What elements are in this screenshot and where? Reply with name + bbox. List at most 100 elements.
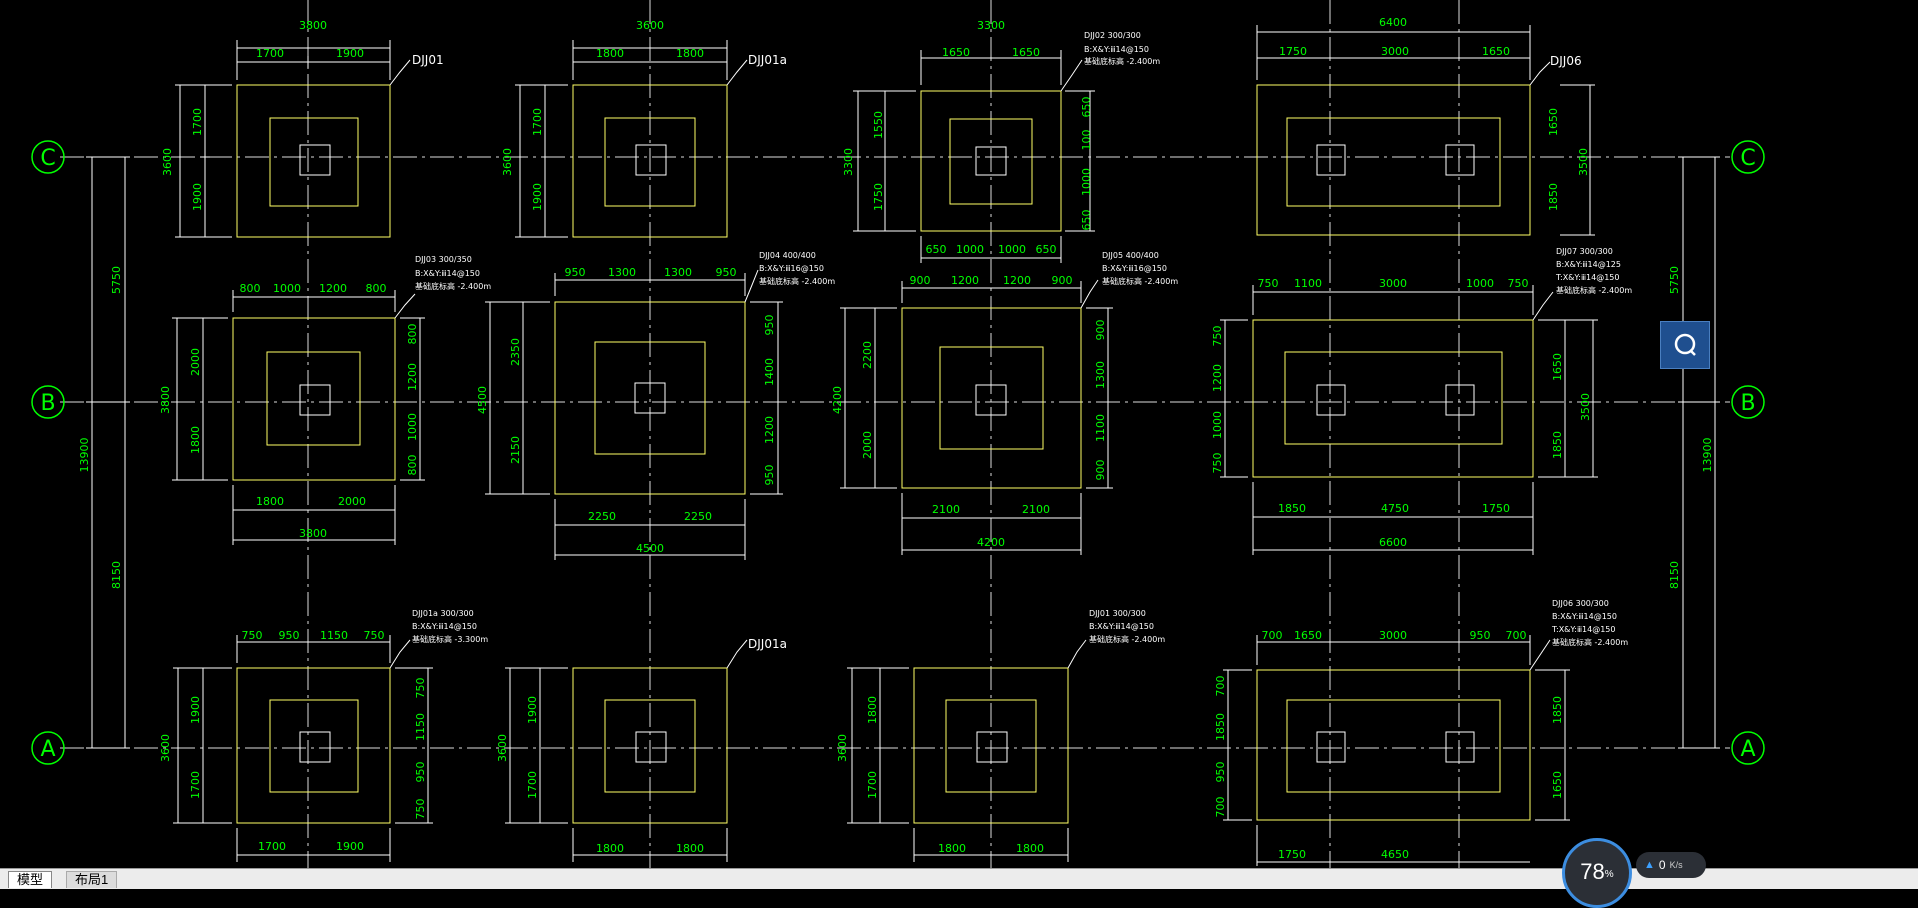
r3c4-top-c: 3000: [1379, 629, 1407, 642]
r2c4-l3: 1000: [1211, 411, 1224, 439]
axis-lines: [60, 0, 1730, 870]
search-zoom-button[interactable]: [1660, 321, 1710, 369]
r2c3-spec1: B:X&Y:ⅲ16@150: [1102, 264, 1167, 273]
r2c4-l4: 750: [1211, 453, 1224, 474]
r3c3-spec1: B:X&Y:ⅲ14@150: [1089, 622, 1154, 631]
r2c4-bot-a: 1850: [1278, 502, 1306, 515]
footing-r2c2[interactable]: [485, 269, 783, 560]
svg-text:B: B: [1740, 391, 1755, 416]
upload-arrow-icon: ▲: [1644, 859, 1655, 871]
cpu-usage-gauge[interactable]: 78%: [1562, 838, 1632, 908]
dim-right-total: 13900: [1701, 438, 1714, 473]
r2c1-side-total: 3800: [159, 386, 172, 414]
r1c3-b1: 650: [926, 243, 947, 256]
layout-tab-bar: 模型 布局1: [0, 868, 1918, 889]
r3c3-bot-b: 1800: [1016, 842, 1044, 855]
r1c3-side-a: 1550: [872, 111, 885, 139]
network-speed-unit: K/s: [1669, 860, 1683, 870]
r3c4-bot-a: 1750: [1278, 848, 1306, 861]
r2c2-top-b: 1300: [608, 266, 636, 279]
r3c4-l3: 950: [1214, 762, 1227, 783]
r2c3-side-b: 2000: [861, 431, 874, 459]
r1c4-name: DJJ06: [1550, 54, 1582, 68]
svg-text:C: C: [40, 146, 55, 171]
r2c4-top-b: 1100: [1294, 277, 1322, 290]
r2c3-side-total: 4200: [831, 386, 844, 414]
r2c1-r2: 1200: [406, 363, 419, 391]
r3c1-name: DJJ01a 300/300: [412, 609, 474, 618]
r2c1-bot-total: 3800: [299, 527, 327, 540]
r1c4-top-a: 1750: [1279, 45, 1307, 58]
r1c2-side-total: 3600: [501, 148, 514, 176]
r2c3-top-d: 900: [1052, 274, 1073, 287]
dim-right-cb: 5750: [1668, 266, 1681, 294]
footing-r1c4[interactable]: [1256, 25, 1595, 236]
r1c3-r4: 650: [1080, 210, 1093, 231]
r1c4-top-total: 6400: [1379, 16, 1407, 29]
r2c2-r1: 950: [763, 315, 776, 336]
footing-r1c2[interactable]: [515, 40, 748, 238]
r2c2-side-b: 2150: [509, 436, 522, 464]
footing-r3c3[interactable]: [847, 639, 1087, 862]
r2c2-spec1: B:X&Y:ⅲ16@150: [759, 264, 824, 273]
r2c1-side-b: 1800: [189, 426, 202, 454]
network-speed-value: 0: [1658, 858, 1666, 872]
footing-r3c1[interactable]: [173, 635, 433, 862]
r2c2-name: DJJ04 400/400: [759, 251, 816, 260]
footing-r2c3[interactable]: [840, 279, 1113, 555]
dim-left-total: 13900: [78, 438, 91, 473]
r1c2-side-a: 1700: [531, 108, 544, 136]
r2c2-side-total: 4500: [476, 386, 489, 414]
footing-r1c1[interactable]: [175, 40, 411, 238]
r1c2-top-total: 3600: [636, 19, 664, 32]
r1c1-top-total: 3800: [299, 19, 327, 32]
tab-model[interactable]: 模型: [8, 871, 53, 888]
footing-r3c2[interactable]: [505, 639, 748, 862]
axis-bubble-c-left: C: [31, 140, 65, 174]
footing-r1c3[interactable]: [853, 50, 1095, 263]
dim-left-cb: 5750: [110, 266, 123, 294]
cpu-usage-unit: %: [1604, 869, 1614, 880]
r2c1-bot-a: 1800: [256, 495, 284, 508]
footing-r3c4[interactable]: [1223, 635, 1570, 866]
r1c3-r2: 100: [1080, 130, 1093, 151]
r2c3-bot-b: 2100: [1022, 503, 1050, 516]
r1c3-b4: 650: [1036, 243, 1057, 256]
cad-drawing-canvas[interactable]: C B A C B A 13900 5750 8150 13900 5750 8…: [0, 0, 1918, 889]
r2c3-top-b: 1200: [951, 274, 979, 287]
footing-r2c1[interactable]: [172, 290, 425, 545]
r3c1-r4: 750: [414, 799, 427, 820]
r2c2-top-a: 950: [565, 266, 586, 279]
r3c1-top-d: 750: [364, 629, 385, 642]
r2c2-spec2: 基础底标高 -2.400m: [759, 276, 835, 286]
r2c3-bot-a: 2100: [932, 503, 960, 516]
r1c3-side-b: 1750: [872, 183, 885, 211]
r3c3-bot-a: 1800: [938, 842, 966, 855]
r3c4-bot-b: 4650: [1381, 848, 1409, 861]
r3c1-top-b: 950: [279, 629, 300, 642]
r3c2-bot-a: 1800: [596, 842, 624, 855]
r1c3-spec1: B:X&Y:ⅲ14@150: [1084, 45, 1149, 54]
r2c4-l1: 750: [1211, 326, 1224, 347]
r2c4-top-a: 750: [1258, 277, 1279, 290]
r3c1-side-b: 1700: [189, 771, 202, 799]
r3c4-top-e: 700: [1506, 629, 1527, 642]
r3c3-spec2: 基础底标高 -2.400m: [1089, 634, 1165, 644]
r1c3-r3: 1000: [1080, 168, 1093, 196]
r3c4-name: DJJ06 300/300: [1552, 599, 1609, 608]
axis-bubble-a-right: A: [1731, 731, 1765, 765]
footing-r2c4[interactable]: [1220, 285, 1598, 555]
r2c4-side-b: 1850: [1551, 431, 1564, 459]
tab-layout1[interactable]: 布局1: [66, 871, 118, 888]
r1c4-side-a: 1650: [1547, 108, 1560, 136]
r3c4-spec3: 基础底标高 -2.400m: [1552, 637, 1628, 647]
r2c3-top-c: 1200: [1003, 274, 1031, 287]
svg-text:C: C: [1740, 146, 1755, 171]
r1c4-top-b: 3000: [1381, 45, 1409, 58]
r1c4-side-b: 1850: [1547, 183, 1560, 211]
r1c3-top-a: 1650: [942, 46, 970, 59]
r3c4-spec2: T:X&Y:ⅲ14@150: [1551, 625, 1616, 634]
dim-right-ba: 8150: [1668, 561, 1681, 589]
r1c2-name: DJJ01a: [748, 53, 787, 67]
